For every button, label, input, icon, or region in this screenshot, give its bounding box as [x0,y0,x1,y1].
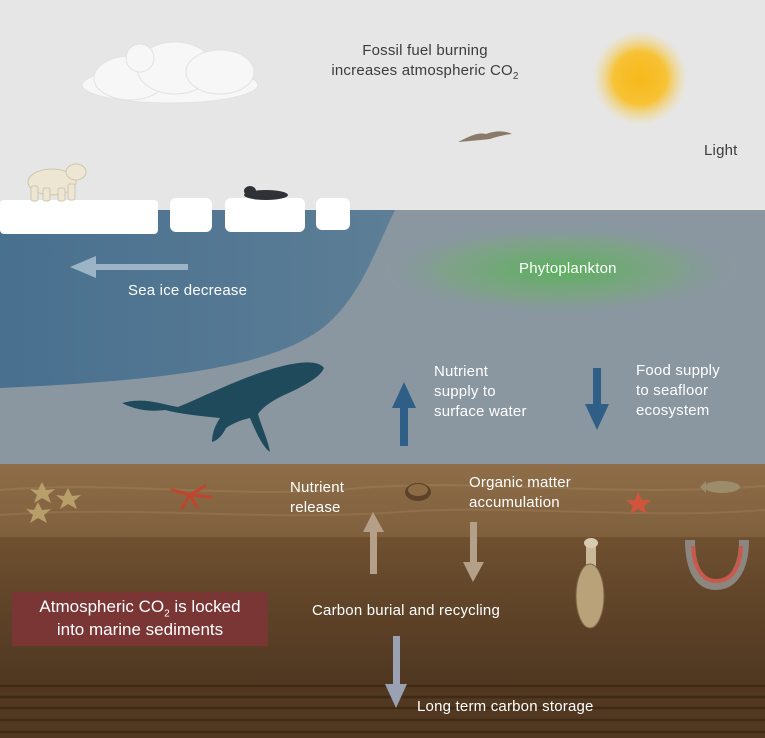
starfish-icon [26,482,81,523]
food-down-arrow [585,368,609,430]
locked-co2-label: Atmospheric CO2 is locked into marine se… [39,597,241,639]
phytoplankton-bloom [370,222,750,318]
deep-sediment [0,682,765,738]
sea-ice-arrow [70,256,188,278]
carbon-burial-label: Carbon burial and recycling [312,602,501,619]
seal-icon [244,186,288,200]
burial-down-arrow [385,636,407,708]
seafloor-surface [0,464,765,538]
food-supply-label: Food supply to seafloor ecosystem [636,362,720,419]
sea-ice-label: Sea ice decrease [128,282,248,299]
ice-covered-water [0,210,395,388]
clam-icon [405,483,431,501]
fossil-fuel-label: Fossil fuel burning increases atmospheri… [331,42,519,82]
cloud-icon [81,41,259,104]
nutrient-supply-label: Nutrient supply to surface water [434,363,527,420]
locked-box [12,592,268,646]
nutrient-release-label: Nutrient release [290,479,345,516]
organic-down-arrow [463,522,484,582]
sun-icon [592,30,688,126]
phytoplankton-label: Phytoplankton [519,260,617,277]
long-term-storage-label: Long term carbon storage [417,698,594,715]
sea-ice [0,198,350,234]
light-label: Light [704,142,738,159]
flatfish-icon [700,481,740,493]
organic-matter-label: Organic matter accumulation [469,474,571,511]
nutrient-release-arrow [363,512,384,574]
starfish-icon [170,484,213,510]
geoduck-icon [575,538,605,629]
bird-icon [458,131,512,142]
worm-burrow-icon [685,539,749,591]
whale-icon [122,362,324,452]
starfish-icon [626,492,651,514]
nutrient-up-arrow [392,382,416,446]
polar-bear-icon [27,163,87,202]
